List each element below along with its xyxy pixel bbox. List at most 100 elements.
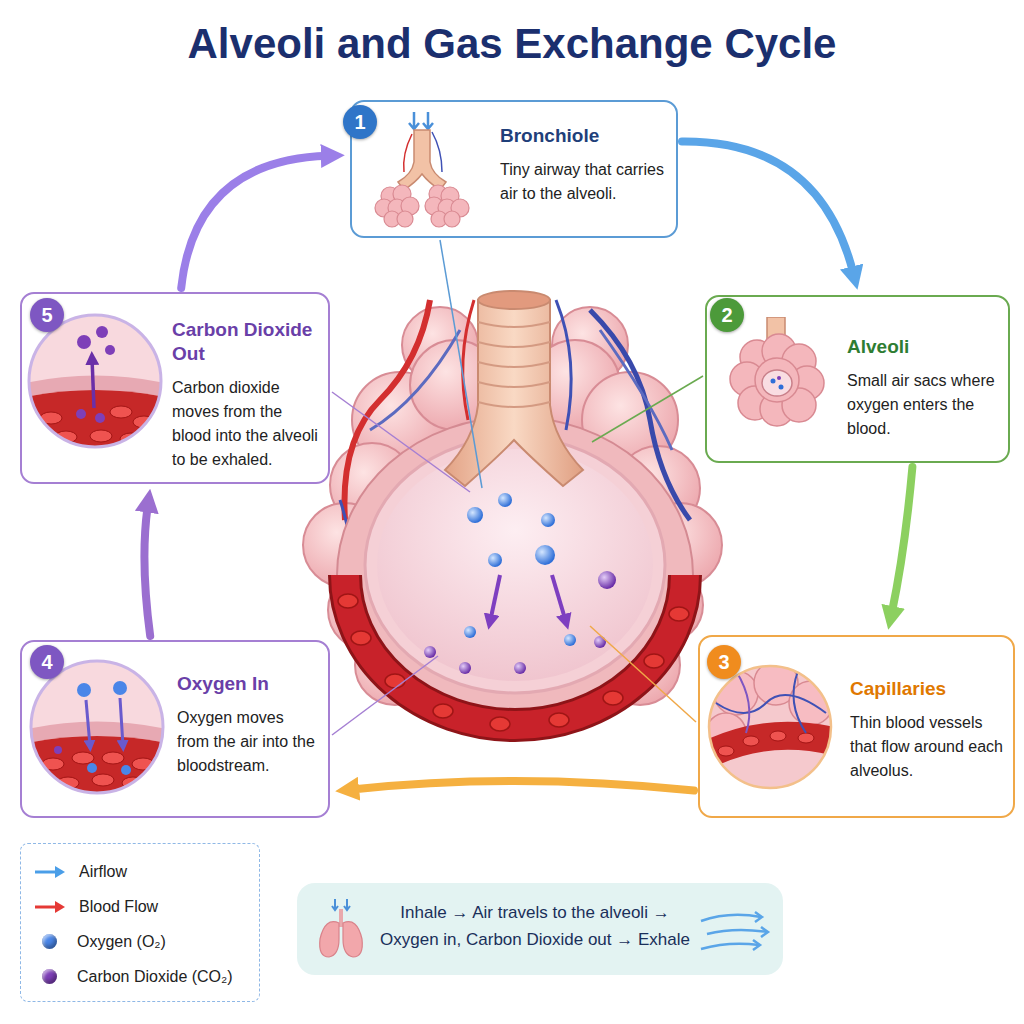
- red-blood-cells-part: [644, 654, 664, 668]
- gas-molecules-part: [488, 553, 502, 567]
- gas-molecules-part: [541, 513, 555, 527]
- callout-text: Tiny airway that carries air to the alve…: [500, 158, 666, 206]
- leader-lines-part: [592, 376, 703, 442]
- lungs-icon: [315, 899, 367, 963]
- exhale-wind-icon-part-part: [701, 915, 761, 921]
- bronchiole-tube-part-part: [478, 382, 550, 387]
- lungs-icon-part: [332, 899, 338, 910]
- callout-text: Oxygen moves from the air into the blood…: [177, 706, 320, 778]
- cycle-arrow: [181, 156, 328, 288]
- bronchiole-tube-part: [478, 322, 550, 407]
- summary-box: Inhale → Air travels to the alveoli → Ox…: [297, 883, 783, 975]
- oxygen-in-icon-part-part: [42, 752, 154, 789]
- capillaries-icon-part-part: [718, 731, 814, 756]
- red-blood-cells-part: [433, 704, 453, 718]
- bronchiole-tube-part: [478, 291, 550, 309]
- alveoli-icon-part: [779, 385, 784, 390]
- gas-molecules-part: [552, 575, 566, 622]
- leader-lines-part: [332, 392, 470, 492]
- oxygen-in-icon-part-part: [77, 683, 91, 697]
- oxygen-in-icon-part-part: [54, 746, 62, 754]
- carbon-dioxide-out-icon-part: [26, 326, 164, 450]
- carbon-dioxide-out-icon-part-part: [92, 358, 94, 408]
- callout-heading: Oxygen In: [177, 672, 320, 696]
- bronchiole-icon-part: [409, 112, 419, 129]
- bronchiole-tube-part-part: [478, 362, 550, 367]
- bronchiole-icon-part: [398, 130, 446, 190]
- capillaries-icon-part-part: [794, 671, 807, 733]
- capillaries-icon-part-part: [706, 736, 834, 758]
- callout-box: 5Carbon Dioxide OutCarbon dioxide moves …: [20, 292, 330, 484]
- cycle-arrow: [892, 467, 913, 613]
- carbon-dioxide-out-icon-part: [29, 315, 161, 447]
- alveoli-icon-part: [762, 370, 792, 396]
- legend-row: Oxygen (O₂): [33, 924, 247, 959]
- legend-text: Carbon Dioxide (CO₂): [77, 968, 233, 986]
- gas-molecules-part: [535, 545, 555, 565]
- oxygen-in-icon-part-part: [86, 700, 90, 746]
- cycle-arrow: [682, 141, 853, 273]
- gas-molecules-part: [498, 493, 512, 507]
- callout-box: 2AlveoliSmall air sacs where oxygen ente…: [705, 295, 1010, 463]
- leader-lines-part: [440, 240, 482, 488]
- legend-arrow-line: [35, 905, 57, 908]
- bronchiole-icon-part-part: [397, 211, 413, 227]
- legend-text: Airflow: [79, 863, 127, 881]
- capillaries-icon-part-part-part: [770, 731, 786, 741]
- red-blood-cells-part: [338, 594, 358, 608]
- gas-molecules-part: [594, 636, 606, 648]
- bronchiole-tube-part-part: [478, 342, 550, 347]
- leader-lines: [332, 240, 703, 735]
- legend-text: Oxygen (O₂): [77, 933, 166, 951]
- callout-heading: Carbon Dioxide Out: [172, 318, 320, 366]
- legend-arrow-sample: [33, 899, 67, 915]
- gas-molecules-part: [490, 575, 500, 622]
- legend-box: AirflowBlood FlowOxygen (O₂)Carbon Dioxi…: [20, 843, 260, 1002]
- oxygen-in-icon-part-part: [87, 763, 97, 773]
- callout-box: 4Oxygen In Oxygen moves from the air into…: [20, 640, 330, 818]
- carbon-dioxide-out-icon-part-part: [77, 335, 91, 349]
- capillaries-icon-part-part: [736, 671, 749, 733]
- legend-swatch: [42, 969, 57, 984]
- exhale-wind-icon: [699, 907, 775, 957]
- leader-lines-part: [590, 626, 696, 722]
- alveoli-icon-part: [771, 379, 776, 384]
- bronchiole-tube-part-part: [478, 402, 550, 407]
- callout-number: 4: [30, 645, 64, 679]
- gas-molecules: [424, 493, 616, 674]
- callout-box: 1BronchioleTiny airway that carries air …: [350, 100, 678, 238]
- oxygen-in-icon-part: [28, 681, 166, 796]
- red-blood-cells-part: [603, 691, 623, 705]
- carbon-dioxide-out-icon: [26, 312, 164, 450]
- red-blood-cells-part: [490, 717, 510, 731]
- exhale-wind-icon-part-part: [701, 944, 759, 949]
- legend-arrow-line: [35, 870, 57, 873]
- exhale-wind-icon-part: [701, 912, 768, 950]
- alveoli-icon: [717, 317, 835, 435]
- oxygen-in-icon-part-part-part: [92, 774, 114, 786]
- oxygen-in-icon-part-part-part: [72, 752, 94, 764]
- oxygen-in-icon-part-part-part: [102, 752, 124, 764]
- oxygen-in-icon-part-part: [113, 681, 127, 695]
- red-blood-cells-part: [549, 713, 569, 727]
- bronchiole-icon-part: [423, 112, 433, 129]
- gas-molecules-part: [467, 507, 483, 523]
- exhale-wind-icon-part-part: [707, 930, 767, 934]
- oxygen-in-icon-part: [31, 661, 163, 793]
- capillaries-icon-part-part-part: [798, 733, 814, 743]
- red-blood-cells-part: [351, 631, 371, 645]
- capillaries-icon-part-part-part: [743, 736, 759, 746]
- red-blood-cells-part: [669, 607, 689, 621]
- gas-molecules-part: [464, 626, 476, 638]
- bronchiole-icon-part: [432, 132, 442, 172]
- carbon-dioxide-out-icon-part-part: [76, 409, 86, 419]
- capillaries-icon-part-part: [716, 695, 826, 713]
- legend-row: Carbon Dioxide (CO₂): [33, 959, 247, 994]
- legend-row: Airflow: [33, 854, 247, 889]
- bronchiole-icon-part-part: [444, 211, 460, 227]
- bronchiole-icon-part: [404, 134, 412, 172]
- gas-molecules-part: [514, 662, 526, 674]
- carbon-dioxide-out-icon-part-part-part: [110, 406, 132, 418]
- cycle-arrow: [352, 781, 694, 791]
